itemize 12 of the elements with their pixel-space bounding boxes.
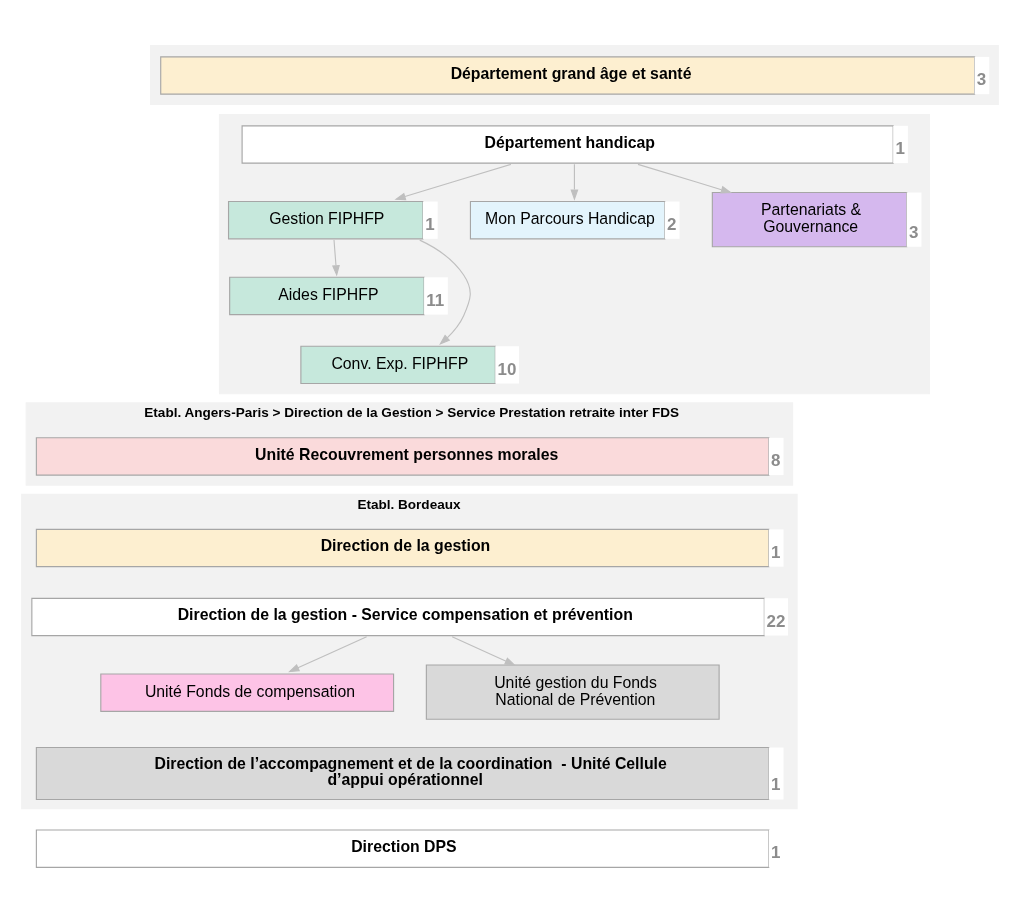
- node-label: 10: [497, 359, 517, 379]
- node-label: 22: [766, 611, 786, 631]
- node-label: 1: [771, 843, 781, 863]
- node-label: 8: [771, 451, 781, 471]
- node-label: 3: [976, 70, 987, 90]
- node-label: 1: [895, 139, 905, 159]
- node-label: 1: [771, 542, 781, 562]
- node-label: 3: [909, 222, 919, 242]
- node-label: 1: [771, 775, 781, 795]
- node-label: 1: [425, 214, 435, 234]
- node-label: 2: [667, 214, 677, 234]
- node-label: 11: [426, 290, 445, 310]
